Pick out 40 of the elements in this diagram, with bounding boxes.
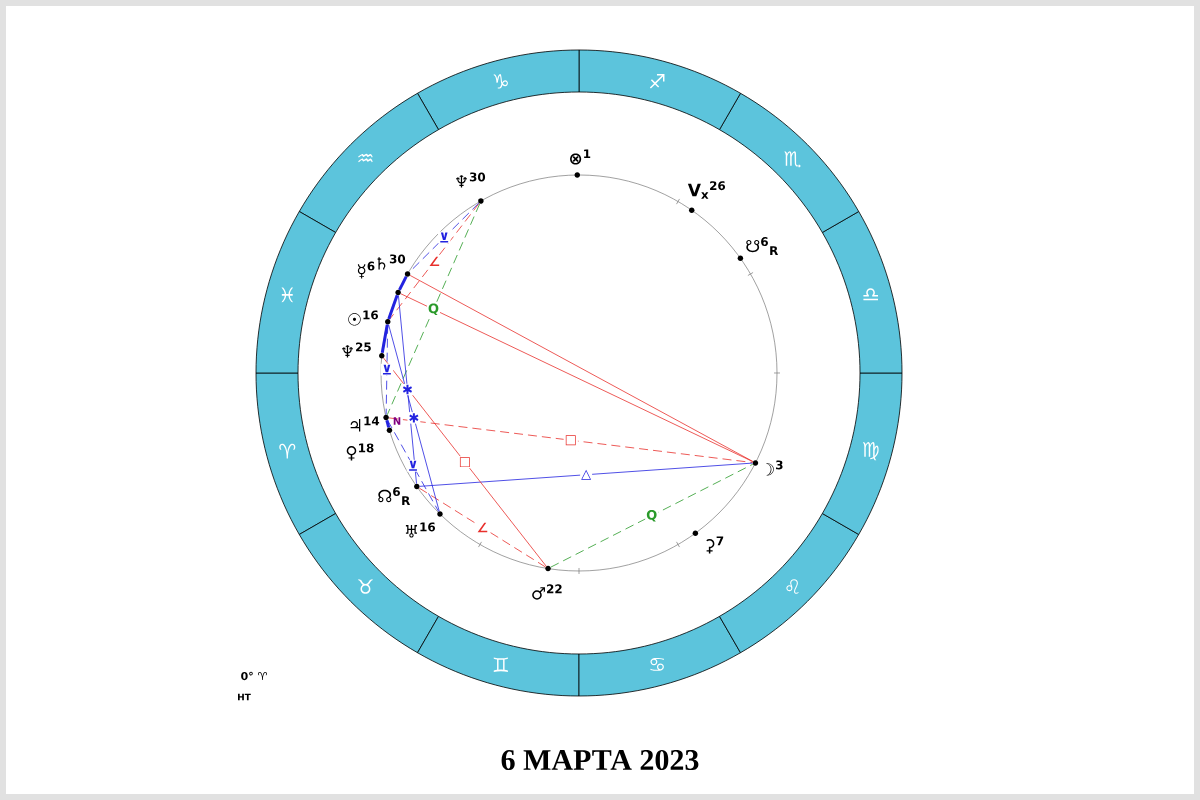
aspect-line	[383, 357, 547, 567]
planet-glyph: ♆$^{30}$	[456, 172, 486, 188]
planet-glyph: ☽$^{3}$	[766, 460, 783, 476]
planet-glyph: ⊗$^{1}$	[570, 149, 591, 165]
title: 6 МАРТА 2023	[501, 749, 699, 771]
aspect-line	[388, 417, 753, 463]
planet-glyph: ♄$^{30}$	[377, 254, 406, 270]
aspect-line	[388, 324, 440, 512]
planet-glyph: ☋$^{6}$R	[746, 237, 779, 255]
zodiac-segment: ♒	[298, 92, 439, 233]
aspect-line	[389, 202, 480, 320]
zodiac-segment: ♈	[255, 372, 337, 535]
aspect-line	[385, 420, 391, 428]
aspect-line	[386, 203, 481, 416]
planet-glyph: ☊$^{6}$R	[378, 487, 411, 505]
zodiac-segment: ♓	[255, 211, 337, 374]
planet-glyph: ♆$^{25}$	[342, 342, 371, 358]
zodiac-segment: ♎	[821, 211, 903, 374]
aspect-line	[418, 487, 546, 568]
zodiac-segment: ♍	[821, 372, 903, 535]
planet-glyph: ☉$^{16}$	[348, 310, 378, 326]
planet-glyph: ☿$^{6}$	[357, 261, 375, 279]
aspect-line	[398, 275, 408, 291]
planet-glyph: ♂$^{22}$	[532, 584, 562, 600]
planet-glyph: ♃$^{14}$	[350, 416, 380, 432]
aspect-line	[419, 462, 753, 487]
house-system-label: HT	[238, 693, 251, 701]
aspect-line	[380, 324, 389, 354]
zodiac-segment: ♐	[578, 49, 741, 131]
zodiac-segment: ♊	[417, 615, 580, 697]
planet-glyph: ♅$^{16}$	[405, 522, 435, 538]
degree-label: 0° ♈	[241, 671, 267, 681]
aspect-line	[387, 419, 439, 512]
planet-glyph: ♀$^{18}$	[346, 443, 374, 461]
zodiac-segment: ♑	[417, 49, 580, 131]
aspect-line	[387, 294, 399, 320]
aspect-line	[398, 295, 417, 485]
aspect-symbol: N	[393, 417, 401, 425]
zodiac-segment: ♋	[578, 615, 741, 697]
aspect-line	[550, 463, 754, 568]
